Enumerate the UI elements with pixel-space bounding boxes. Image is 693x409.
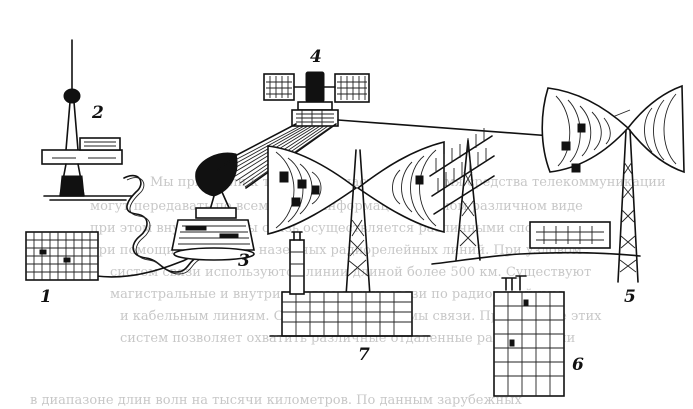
cable-tower-to-station	[126, 177, 200, 275]
cable-tower-to-station	[123, 174, 197, 273]
label-residential: 6	[572, 355, 584, 375]
label-satellite: 4	[310, 47, 322, 67]
satellite-relay-link	[337, 119, 566, 138]
label-antenna-tower: 5	[624, 287, 636, 307]
earth-station	[171, 152, 255, 261]
label-relay-station: 7	[358, 345, 370, 365]
bleed-line: систем позволяет охватить различные отда…	[120, 331, 575, 346]
label-building: 1	[40, 287, 52, 307]
satellite	[263, 71, 370, 127]
relay-station	[267, 140, 445, 337]
bleed-line: при этом внутри страны связь осуществляе…	[90, 221, 582, 236]
bleed-line: при помощи спутников, наземных радиореле…	[90, 243, 582, 258]
bleed-line: систем связи используются линии длиной б…	[110, 265, 591, 280]
bleed-line: в диапазоне длин волн на тысячи километр…	[30, 393, 522, 408]
office-building	[25, 231, 99, 281]
residential-building	[493, 275, 565, 397]
antenna-tower	[429, 128, 641, 265]
tv-tower	[41, 39, 133, 201]
horn-antenna-tower	[529, 84, 685, 283]
label-earth-station: 3	[238, 251, 250, 271]
label-tower: 2	[91, 103, 104, 123]
